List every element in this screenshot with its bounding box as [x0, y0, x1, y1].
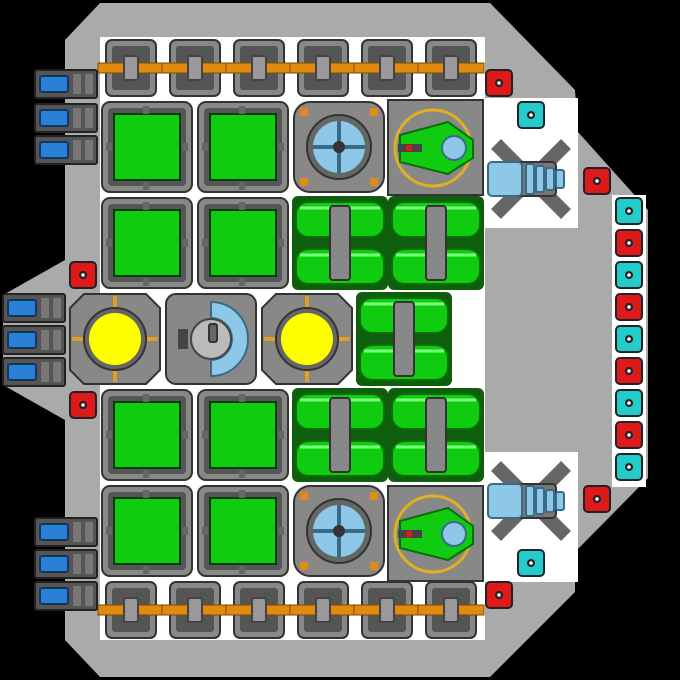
- thruster-icon: [2, 293, 66, 323]
- reactor-core-icon: [261, 293, 353, 385]
- red-light-icon: [615, 357, 643, 385]
- cargo-container-icon: [101, 485, 193, 577]
- cyan-light-icon: [615, 261, 643, 289]
- cargo-container-icon: [197, 389, 289, 481]
- orange-conduit-icon: [417, 39, 485, 97]
- red-light-icon: [583, 485, 611, 513]
- thruster-icon: [34, 549, 98, 579]
- cargo-container-icon: [197, 485, 289, 577]
- orange-conduit-icon: [225, 39, 293, 97]
- orange-conduit-icon: [161, 581, 229, 639]
- cyan-light-icon: [615, 389, 643, 417]
- orange-conduit-icon: [289, 581, 357, 639]
- cyan-light-icon: [615, 453, 643, 481]
- red-light-icon: [485, 69, 513, 97]
- red-light-icon: [615, 293, 643, 321]
- fuel-tank-icon: [388, 388, 484, 482]
- fuel-tank-icon: [292, 196, 388, 290]
- red-light-icon: [615, 421, 643, 449]
- orange-conduit-icon: [161, 39, 229, 97]
- thruster-icon: [34, 103, 98, 133]
- orange-conduit-icon: [97, 39, 165, 97]
- cyan-light-icon: [517, 101, 545, 129]
- red-light-icon: [583, 167, 611, 195]
- red-light-icon: [69, 391, 97, 419]
- fuel-tank-icon: [356, 292, 452, 386]
- orange-conduit-icon: [417, 581, 485, 639]
- thruster-icon: [2, 325, 66, 355]
- fuel-tank-icon: [388, 196, 484, 290]
- laser-turret-icon: [387, 485, 484, 582]
- reactor-core-icon: [69, 293, 161, 385]
- cyan-light-icon: [517, 549, 545, 577]
- cargo-container-icon: [197, 197, 289, 289]
- orange-conduit-icon: [353, 581, 421, 639]
- cargo-container-icon: [197, 101, 289, 193]
- gyroscope-icon: [293, 485, 385, 577]
- orange-conduit-icon: [289, 39, 357, 97]
- laser-turret-icon: [387, 99, 484, 196]
- thruster-icon: [34, 517, 98, 547]
- cargo-container-icon: [101, 101, 193, 193]
- command-module-icon: [165, 293, 257, 385]
- red-light-icon: [69, 261, 97, 289]
- gyroscope-icon: [293, 101, 385, 193]
- orange-conduit-icon: [353, 39, 421, 97]
- red-light-icon: [615, 229, 643, 257]
- ion-cannon-icon: [487, 461, 571, 541]
- red-light-icon: [485, 581, 513, 609]
- thruster-icon: [34, 69, 98, 99]
- orange-conduit-icon: [225, 581, 293, 639]
- cyan-light-icon: [615, 325, 643, 353]
- cyan-light-icon: [615, 197, 643, 225]
- cargo-container-icon: [101, 389, 193, 481]
- cargo-container-icon: [101, 197, 193, 289]
- ion-cannon-icon: [487, 139, 571, 219]
- orange-conduit-icon: [97, 581, 165, 639]
- thruster-icon: [34, 135, 98, 165]
- fuel-tank-icon: [292, 388, 388, 482]
- thruster-icon: [2, 357, 66, 387]
- thruster-icon: [34, 581, 98, 611]
- module-layer: [2, 37, 646, 640]
